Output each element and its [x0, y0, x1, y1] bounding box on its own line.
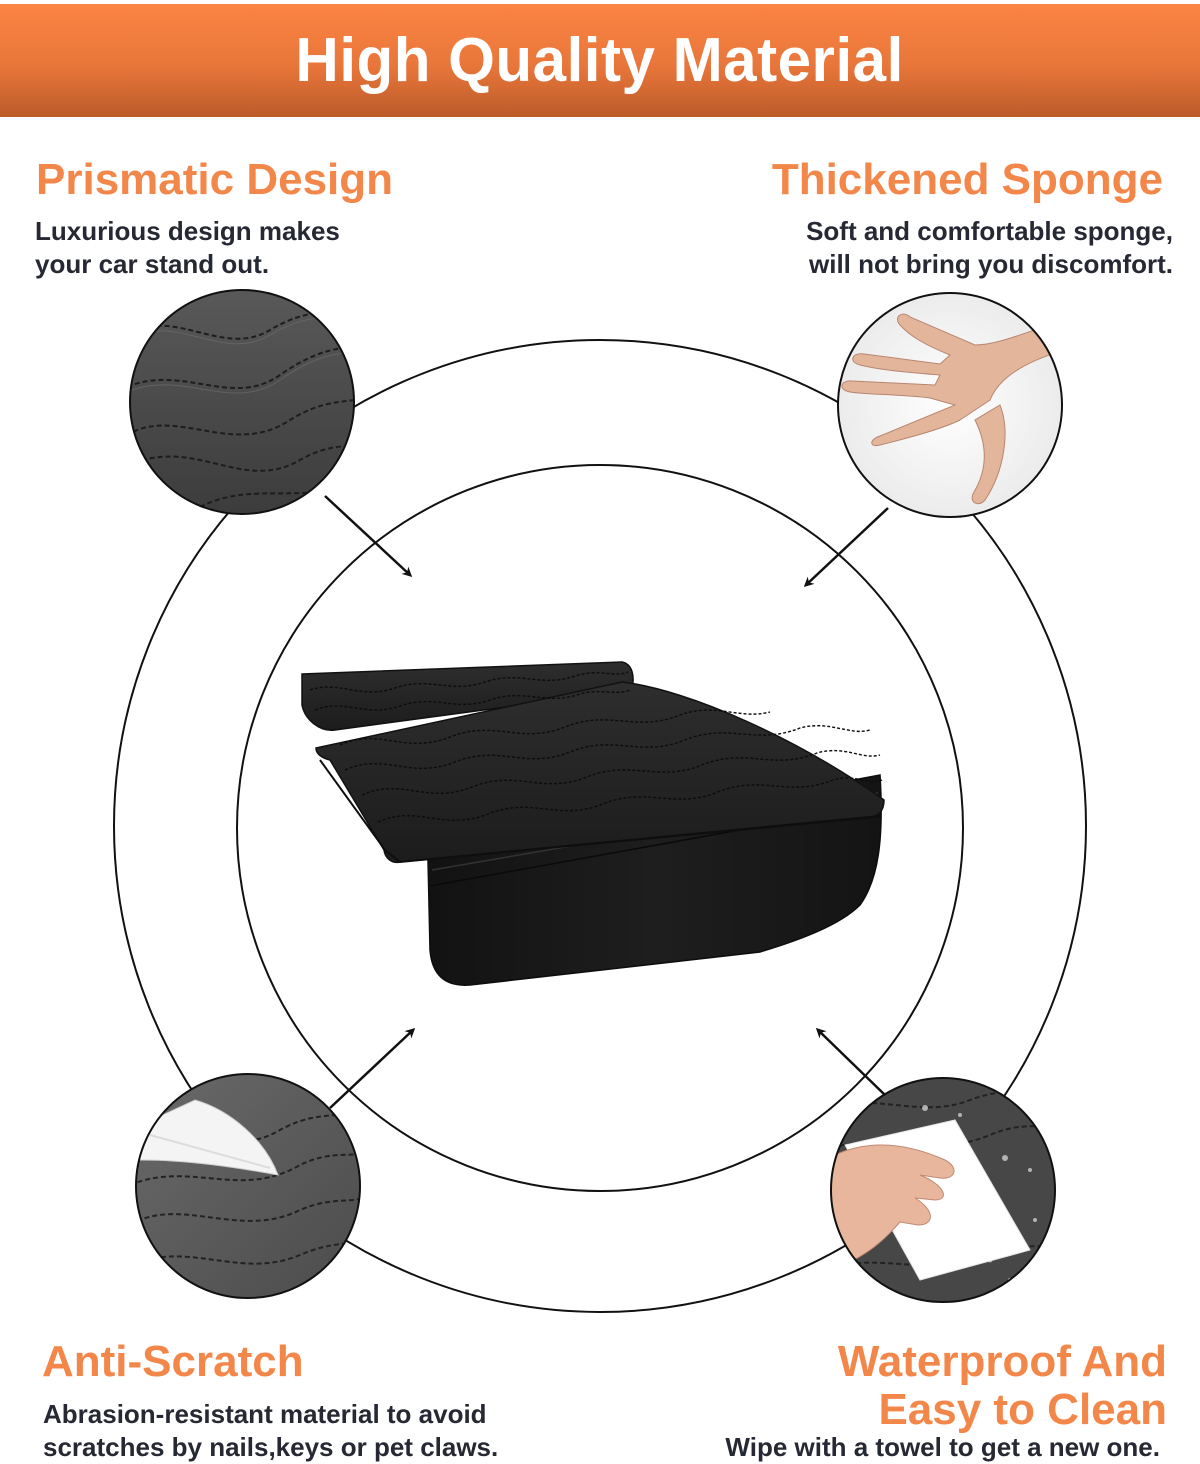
feature-title-anti-scratch: Anti-Scratch — [42, 1337, 304, 1386]
feature-description-anti-scratch: Abrasion-resistant material to avoid scr… — [43, 1398, 498, 1464]
description-line: Abrasion-resistant material to avoid — [43, 1399, 487, 1429]
arrow-icon — [803, 507, 889, 588]
feature-description-thickened-sponge: Soft and comfortable sponge, will not br… — [806, 215, 1173, 281]
header-banner: High Quality Material — [0, 4, 1200, 117]
description-line: your car stand out. — [35, 249, 270, 279]
feature-description-waterproof: Wipe with a towel to get a new one. — [725, 1431, 1160, 1464]
outer-ring — [113, 339, 1087, 1313]
feature-title-waterproof: Waterproof And Easy to Clean — [838, 1338, 1167, 1434]
anti-scratch-image — [136, 1074, 360, 1298]
thickened-sponge-image — [838, 293, 1062, 517]
inner-ring — [236, 464, 964, 1192]
description-line: Soft and comfortable sponge, — [806, 216, 1173, 246]
waterproof-image — [831, 1078, 1055, 1302]
description-line: scratches by nails,keys or pet claws. — [43, 1432, 499, 1462]
arrow-icon — [329, 1027, 416, 1109]
feature-title-thickened-sponge: Thickened Sponge — [771, 155, 1163, 204]
description-line: Luxurious design makes — [35, 216, 340, 246]
description-line: Wipe with a towel to get a new one. — [725, 1432, 1160, 1462]
description-line: will not bring you discomfort. — [809, 249, 1173, 279]
arrow-icon — [815, 1027, 887, 1097]
product-image — [301, 661, 885, 986]
title-line: Easy to Clean — [878, 1385, 1167, 1434]
page-title: High Quality Material — [295, 26, 905, 95]
prismatic-design-image — [130, 290, 354, 514]
feature-description-prismatic-design: Luxurious design makes your car stand ou… — [35, 215, 340, 281]
title-line: Waterproof And — [837, 1337, 1167, 1386]
arrow-icon — [324, 495, 413, 578]
feature-title-prismatic-design: Prismatic Design — [36, 155, 394, 204]
